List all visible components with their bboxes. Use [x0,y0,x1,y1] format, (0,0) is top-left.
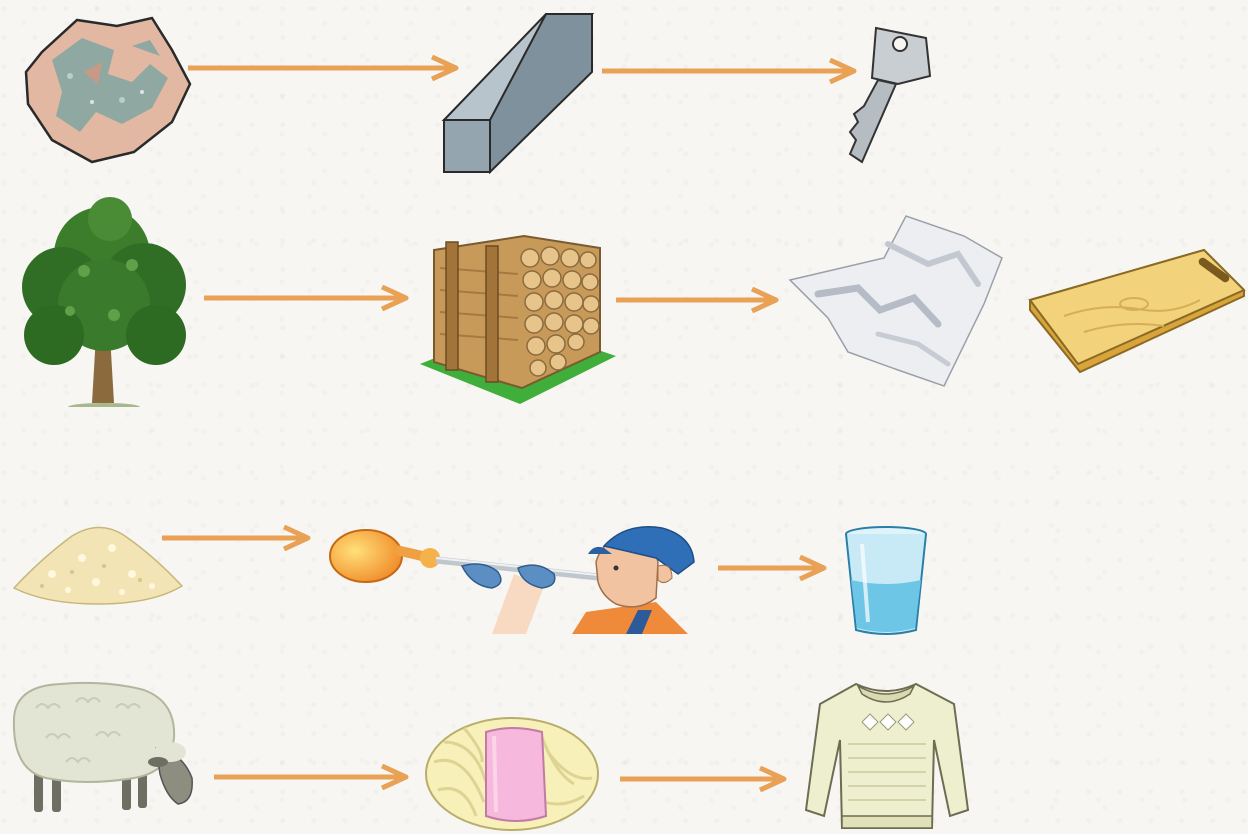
arrow-right-icon [212,764,412,790]
arrow-right-icon [716,555,830,581]
tree-icon [14,195,192,407]
glassblower-icon [326,522,702,634]
sand-pile-icon [12,518,184,606]
key-icon [842,22,934,168]
ore-rock-icon [22,12,192,164]
arrow-right-icon [202,285,412,311]
metal-bar-icon [440,12,596,174]
arrow-right-icon [160,525,314,551]
firewood-stack-icon [420,228,616,404]
arrow-right-icon [600,58,860,84]
cutting-board-icon [1024,246,1246,376]
yarn-ball-icon [424,712,600,832]
paper-sheet-icon [788,214,1004,390]
arrow-right-icon [614,287,782,313]
drinking-glass-icon [842,526,930,638]
arrow-right-icon [186,55,461,81]
sweater-icon [804,680,970,832]
arrow-right-icon [618,766,790,792]
sheep-icon [6,678,196,818]
